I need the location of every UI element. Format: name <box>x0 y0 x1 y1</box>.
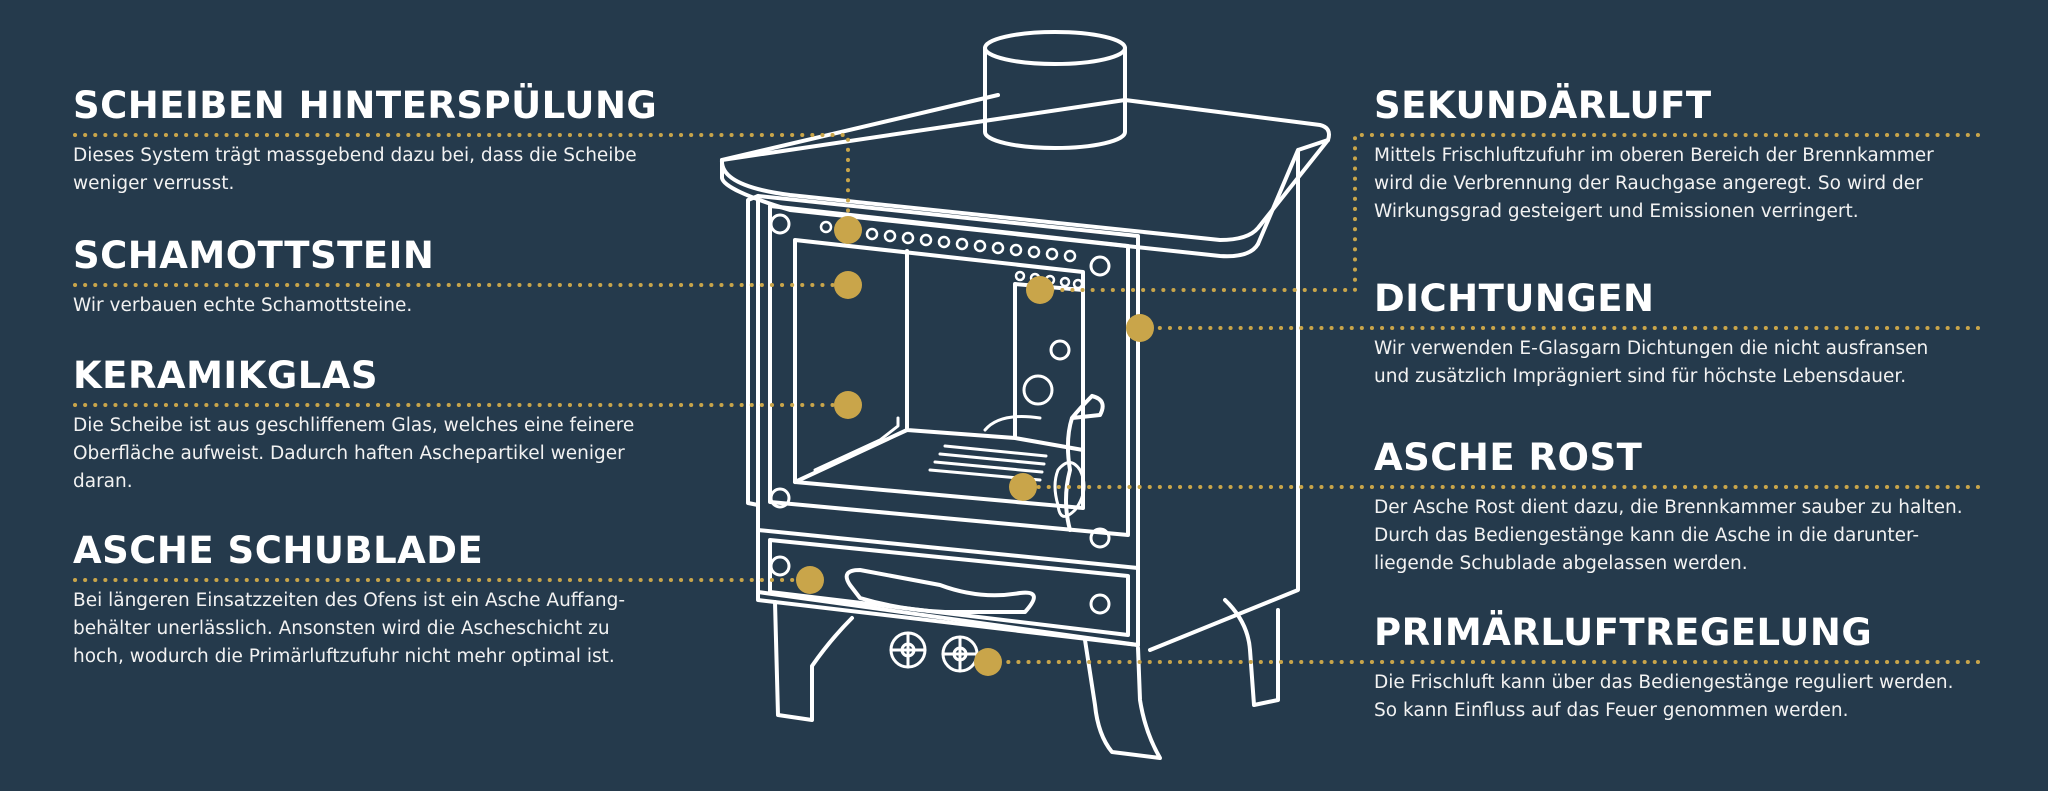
feature-title: PRIMÄRLUFTREGELUNG <box>1374 611 1873 654</box>
feature-keramikglas: KERAMIKGLAS Die Scheibe ist aus geschlif… <box>73 354 634 496</box>
ash-drawer <box>756 528 1140 647</box>
stove-legs <box>773 598 1280 760</box>
feature-asche-rost: ASCHE ROST Der Asche Rost dient dazu, di… <box>1374 436 1963 578</box>
feature-title: DICHTUNGEN <box>1374 277 1655 320</box>
feature-description: Wir verwenden E-Glasgarn Dichtungen die … <box>1374 338 1929 387</box>
feature-description: Bei längeren Einsatzzeiten des Ofens ist… <box>73 590 626 667</box>
feature-description: Dieses System trägt massgebend dazu bei,… <box>73 145 637 194</box>
feature-asche-schublade: ASCHE SCHUBLADE Bei längeren Einsatzzeit… <box>73 529 625 671</box>
feature-description: Die Frischluft kann über das Bediengestä… <box>1374 672 1954 721</box>
leader-sekundaerluft <box>1038 133 1980 292</box>
marker-scheiben-hinterspuelung <box>834 216 862 244</box>
stove-door <box>768 204 1130 537</box>
feature-title: SEKUNDÄRLUFT <box>1374 84 1712 127</box>
feature-title: KERAMIKGLAS <box>73 354 379 397</box>
feature-sekundaerluft: SEKUNDÄRLUFT Mittels Frischluftzufuhr im… <box>1374 84 1934 226</box>
feature-description: Die Scheibe ist aus geschliffenem Glas, … <box>73 415 635 492</box>
top-plate <box>720 93 1331 242</box>
door-handle <box>1064 394 1105 532</box>
feature-title: SCHAMOTTSTEIN <box>73 234 435 277</box>
feature-description: Der Asche Rost dient dazu, die Brennkamm… <box>1374 497 1963 574</box>
feature-dichtungen: DICHTUNGEN Wir verwenden E-Glasgarn Dich… <box>1374 277 1928 391</box>
feature-title: ASCHE ROST <box>1374 436 1643 479</box>
feature-primaerluftregelung: PRIMÄRLUFTREGELUNG Die Frischluft kann ü… <box>1374 611 1954 725</box>
chimney-pipe <box>983 30 1127 150</box>
ceramic-glass-window <box>793 238 1085 510</box>
feature-schamottstein: SCHAMOTTSTEIN Wir verbauen echte Schamot… <box>73 234 434 320</box>
marker-dichtungen <box>1126 314 1154 342</box>
feature-title: ASCHE SCHUBLADE <box>73 529 484 572</box>
marker-keramikglas <box>834 391 862 419</box>
marker-asche-rost <box>1009 473 1037 501</box>
feature-scheiben-hinterspuelung: SCHEIBEN HINTERSPÜLUNG Dieses System trä… <box>73 84 657 198</box>
feature-description: Wir verbauen echte Schamottsteine. <box>73 295 413 316</box>
feature-title: SCHEIBEN HINTERSPÜLUNG <box>73 84 658 127</box>
marker-schamottstein <box>834 271 862 299</box>
marker-primaerluftregelung <box>974 648 1002 676</box>
marker-sekundaerluft <box>1026 276 1054 304</box>
stove-body <box>1148 138 1330 652</box>
feature-description: Mittels Frischluftzufuhr im oberen Berei… <box>1374 145 1934 222</box>
marker-asche-schublade <box>796 566 824 594</box>
